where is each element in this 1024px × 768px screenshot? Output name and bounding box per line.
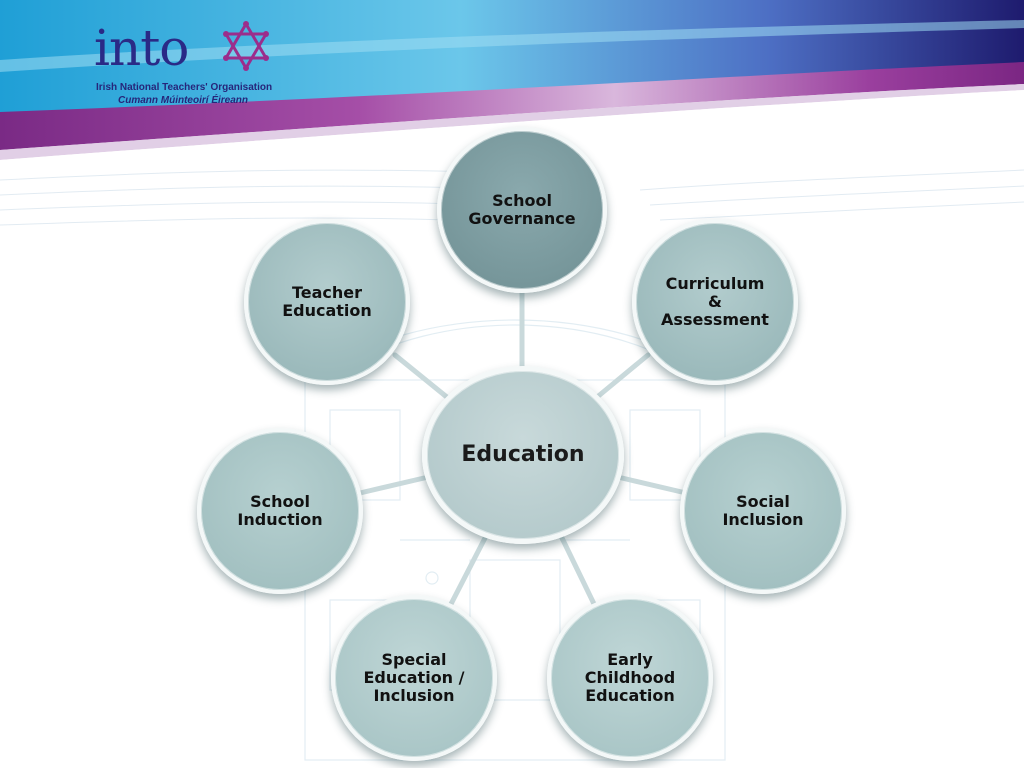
node-label: Special Education / Inclusion: [363, 650, 465, 705]
node-teacher-education: Teacher Education: [244, 219, 410, 385]
node-special-education: Special Education / Inclusion: [331, 595, 497, 761]
node-label: Early Childhood Education: [584, 650, 676, 705]
node-early-childhood: Early Childhood Education: [547, 595, 713, 761]
node-label: Teacher Education: [282, 283, 372, 320]
logo-wordmark: into: [94, 19, 189, 77]
connector-special: [447, 535, 488, 609]
logo-emblem-icon: [223, 21, 269, 71]
node-school-induction: School Induction: [197, 428, 363, 594]
node-school-governance: School Governance: [437, 127, 607, 293]
node-label: School Governance: [468, 191, 576, 228]
node-label: Curriculum & Assessment: [661, 274, 769, 329]
node-label: Social Inclusion: [722, 492, 804, 529]
into-logo: into Irish National Teachers' Organisati…: [94, 18, 294, 118]
connector-early: [559, 535, 598, 609]
header-banner: [0, 0, 1024, 240]
org-name-irish: Cumann Múinteoirí Éireann: [118, 95, 249, 106]
node-curriculum-assessment: Curriculum & Assessment: [632, 219, 798, 385]
connector-teacher: [392, 352, 451, 401]
connector-social: [619, 475, 689, 496]
center-label: Education: [461, 442, 585, 467]
connector-induction: [357, 475, 427, 496]
node-label: School Induction: [237, 492, 323, 529]
node-social-inclusion: Social Inclusion: [680, 428, 846, 594]
connector-curriculum: [593, 352, 651, 401]
node-education-center: Education: [422, 366, 624, 544]
org-name: Irish National Teachers' Organisation: [96, 82, 273, 93]
